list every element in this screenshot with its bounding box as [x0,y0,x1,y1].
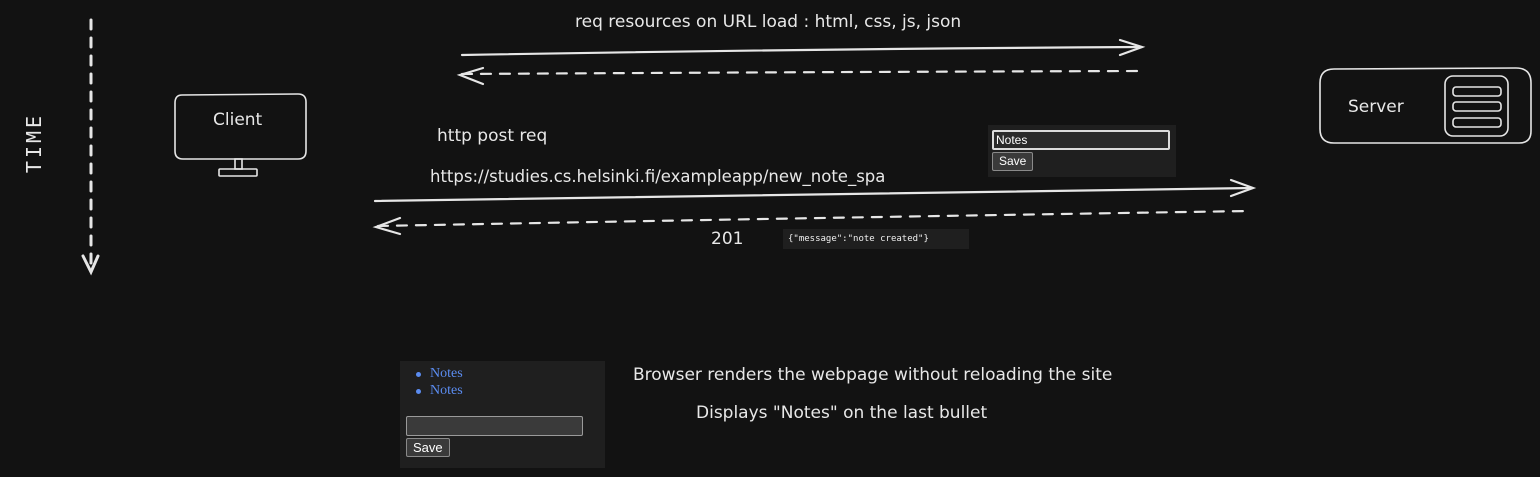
resources-request-label: req resources on URL load : html, css, j… [575,12,962,32]
notes-list: Notes Notes [416,365,463,399]
post-response-arrow [372,209,1251,236]
render-description: Browser renders the webpage without relo… [633,365,1113,385]
save-button[interactable]: Save [992,152,1034,171]
note-input[interactable] [406,416,583,436]
json-response-screenshot: {"message":"note created"} [783,229,969,249]
post-request-label: http post req [437,126,548,146]
time-label: TIME [22,112,46,174]
database-icon [1444,75,1509,137]
status-code-label: 201 [711,229,744,249]
list-item[interactable]: Notes [416,366,463,381]
save-button[interactable]: Save [406,438,450,457]
server-label: Server [1348,97,1404,117]
resources-response-arrow [456,66,1143,86]
client-monitor-icon [174,93,307,177]
resources-request-arrow [460,38,1146,57]
post-url-label: https://studies.cs.helsinki.fi/exampleap… [430,167,886,186]
client-label: Client [213,110,263,130]
server-box [1319,67,1532,144]
time-arrow [81,18,100,276]
note-form-screenshot: Notes Save [988,125,1176,177]
notes-list-screenshot: Notes Notes Save [400,361,605,468]
list-item[interactable]: Notes [416,383,463,398]
note-input[interactable]: Notes [992,130,1170,150]
post-request-arrow [373,178,1257,203]
display-description: Displays "Notes" on the last bullet [696,403,988,423]
